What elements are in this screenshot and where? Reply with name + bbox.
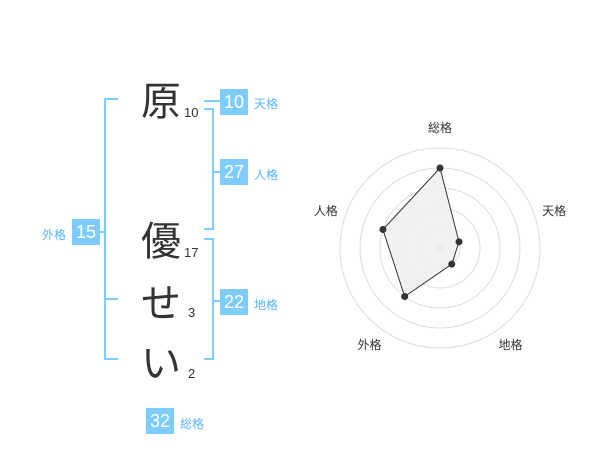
jinkaku-value-badge: 27 [220,159,248,185]
jinkaku-label: 人格 [254,168,279,182]
chikaku-bracket-vertical [212,238,214,360]
chikaku-bracket-top [204,238,214,240]
radar-area [382,166,460,298]
radar-point [455,238,463,246]
radar-point [448,260,456,268]
name-char-3: せ [141,281,181,327]
chikaku-label: 地格 [254,298,279,312]
gaikaku-value-badge: 15 [72,219,100,245]
gaikaku-bracket-mid [104,298,118,300]
name-char-4: い [141,341,181,387]
stroke-count-4: 2 [188,366,196,381]
soukaku-label: 総格 [180,417,205,431]
radar-axis-label: 外格 [357,337,381,352]
stroke-count-1: 10 [184,105,199,120]
radar-point [379,225,387,233]
radar-grid-ring [339,147,541,349]
radar-axis-label: 天格 [542,203,566,218]
tenkaku-connector [204,100,220,102]
gaikaku-label: 外格 [42,228,67,242]
chikaku-connector [212,300,220,302]
radar-axis-label: 地格 [499,337,523,352]
stroke-count-3: 3 [188,305,196,320]
tenkaku-value-badge: 10 [220,89,248,115]
stroke-count-2: 17 [184,245,199,260]
radar-axis-label: 総格 [428,120,452,135]
tenkaku-label: 天格 [254,97,279,111]
jinkaku-connector [212,171,220,173]
jinkaku-bracket-top [204,108,214,110]
soukaku-value-badge: 32 [146,408,174,434]
radar-point [436,164,444,172]
chikaku-value-badge: 22 [220,289,248,315]
jinkaku-bracket-bottom [204,228,214,230]
radar-axis-label: 人格 [314,203,338,218]
radar-points [379,164,463,301]
gaikaku-bracket-top [104,98,118,100]
gaikaku-bracket-bottom [104,358,118,360]
radar-point [401,293,409,301]
chikaku-bracket-bottom [204,358,214,360]
name-char-1: 原 [141,79,181,125]
name-char-2: 優 [141,219,181,265]
jinkaku-bracket-vertical [212,108,214,230]
gaikaku-connector [98,231,106,233]
gaikaku-bracket-vertical [104,98,106,360]
